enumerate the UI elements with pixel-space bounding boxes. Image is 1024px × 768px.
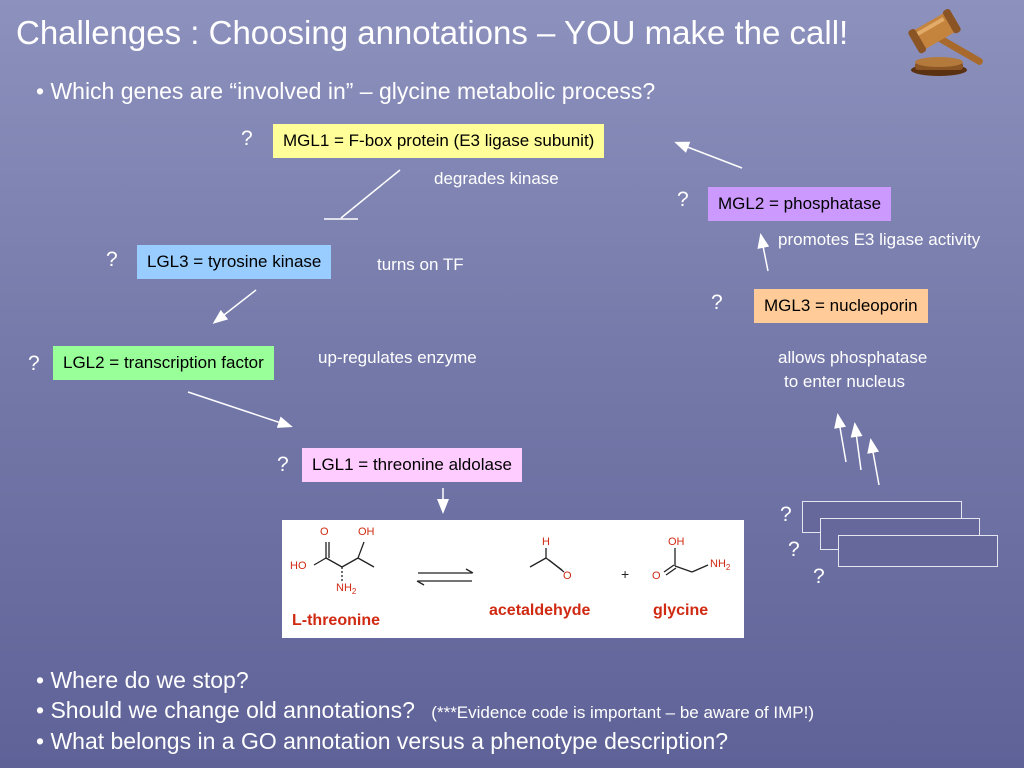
gene-box-lgl1: LGL1 = threonine aldolase	[302, 448, 522, 482]
gene-box-lgl3: LGL3 = tyrosine kinase	[137, 245, 332, 279]
question-mark-mgl2: ?	[677, 188, 689, 211]
reaction-structures	[313, 541, 709, 586]
gene-box-mgl1: MGL1 = F-box protein (E3 ligase subunit)	[273, 124, 605, 158]
relation-turns-on: turns on TF	[377, 255, 464, 274]
atom-o-threonine: O	[320, 526, 329, 538]
gene-box-mgl3: MGL3 = nucleoporin	[754, 289, 928, 323]
question-mark-unknown-3: ?	[813, 565, 825, 588]
label-l-threonine: L-threonine	[292, 612, 380, 629]
question-mark-lgl3: ?	[106, 248, 118, 271]
atom-nh2-glycine: NH2	[710, 558, 731, 573]
question-mark-lgl2: ?	[28, 352, 40, 375]
bullet-change-annotations: • Should we change old annotations? (***…	[36, 697, 814, 723]
plus-sign: +	[621, 566, 630, 582]
question-mark-unknown-2: ?	[788, 538, 800, 561]
atom-oh-threonine: OH	[358, 526, 375, 538]
atom-nh2-threonine: NH2	[336, 582, 357, 597]
slide-title: Challenges : Choosing annotations – YOU …	[16, 14, 849, 51]
gene-box-lgl2: LGL2 = transcription factor	[53, 346, 274, 380]
question-mark-lgl1: ?	[277, 453, 289, 476]
arrow-lgl2-to-lgl1	[187, 391, 293, 428]
atom-o-glycine: O	[652, 570, 661, 582]
arrow-mgl2-to-mgl1	[674, 141, 743, 169]
atom-ho-threonine: HO	[290, 560, 307, 572]
atom-h-acetaldehyde: H	[542, 536, 550, 548]
relation-degrades: degrades kinase	[434, 169, 559, 188]
gene-box-mgl2: MGL2 = phosphatase	[708, 187, 892, 221]
unknown-gene-box-3	[838, 535, 998, 567]
arrow-unknown-1	[834, 413, 847, 463]
gavel-icon	[908, 8, 983, 76]
reaction-diagram: O OH HO NH2 H O OH O NH2 + L-threonine a…	[282, 520, 744, 638]
label-glycine: glycine	[653, 602, 709, 619]
atom-oh-glycine: OH	[668, 536, 685, 548]
arrow-unknown-2	[850, 422, 863, 471]
relation-upregulates: up-regulates enzyme	[318, 348, 477, 367]
label-acetaldehyde: acetaldehyde	[489, 602, 591, 619]
relation-allows-line2: to enter nucleus	[784, 372, 905, 391]
inhibit-mgl1-to-lgl3	[340, 169, 401, 219]
bullet-go-vs-phenotype: • What belongs in a GO annotation versus…	[36, 728, 729, 754]
atom-o-acetaldehyde: O	[563, 570, 572, 582]
relation-promotes: promotes E3 ligase activity	[778, 230, 981, 249]
question-mark-mgl3: ?	[711, 291, 723, 314]
question-mark-unknown-1: ?	[780, 503, 792, 526]
main-question: • Which genes are “involved in” – glycin…	[36, 78, 656, 104]
question-mark-mgl1: ?	[241, 127, 253, 150]
arrow-lgl3-to-lgl2	[212, 289, 257, 324]
bullet-where-stop: • Where do we stop?	[36, 667, 249, 693]
arrow-unknown-3	[867, 438, 880, 486]
evidence-code-note: (***Evidence code is important – be awar…	[431, 703, 814, 722]
arrow-mgl3-to-mgl2	[757, 233, 770, 272]
relation-allows-line1: allows phosphatase	[778, 348, 928, 367]
